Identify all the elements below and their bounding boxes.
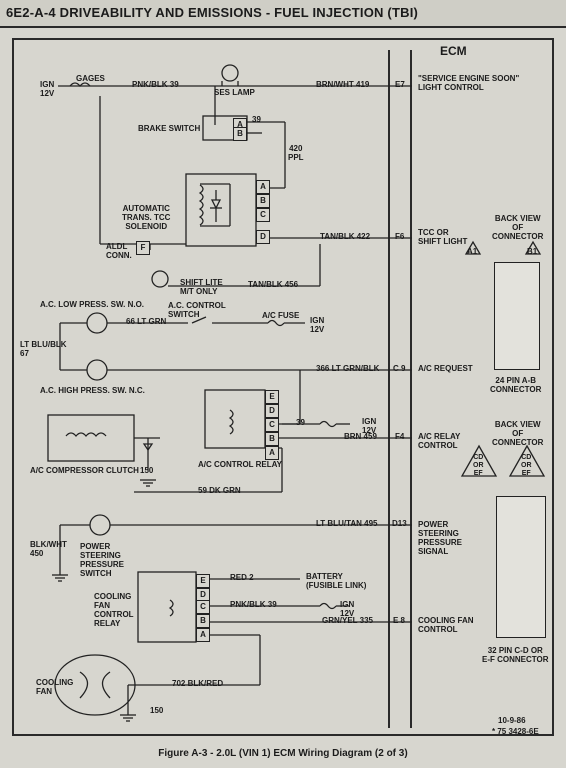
battery-label: BATTERY (FUSIBLE LINK) bbox=[306, 572, 367, 590]
ign-fan-label: IGN 12V bbox=[340, 600, 355, 618]
wire-label-366: 366 LT GRN/BLK bbox=[316, 364, 380, 373]
ecm-fn-ps-signal: POWER STEERING PRESSURE SIGNAL bbox=[418, 520, 463, 556]
fan-relay-term-e: E bbox=[196, 574, 210, 588]
cdef-connector-body bbox=[496, 496, 546, 638]
wire-label-59: 59 DK GRN bbox=[198, 486, 241, 495]
wire-label-red-2: RED 2 bbox=[230, 573, 254, 582]
tcc-term-c: C bbox=[256, 208, 270, 222]
ps-switch-label: POWER STEERING PRESSURE SWITCH bbox=[80, 542, 125, 578]
tcc-solenoid-label: AUTOMATIC TRANS. TCC SOLENOID bbox=[122, 204, 171, 231]
ecm-fn-ses: "SERVICE ENGINE SOON" LIGHT CONTROL bbox=[418, 74, 520, 92]
wire-label-702: 702 BLK/RED bbox=[172, 679, 224, 688]
ac-relay-term-d: D bbox=[265, 404, 279, 418]
wire-label-39b: 39 bbox=[296, 418, 305, 427]
diagram-date: 10-9-86 bbox=[498, 716, 526, 725]
ac-fuse-label: A/C FUSE bbox=[262, 311, 300, 320]
wire-label-brn-459: BRN 459 bbox=[344, 432, 377, 441]
tcc-term-d: D bbox=[256, 230, 270, 244]
ecm-pin-c9: C 9 bbox=[393, 364, 406, 373]
ses-lamp-label: SES LAMP bbox=[214, 88, 255, 97]
tcc-term-b: B bbox=[256, 194, 270, 208]
fan-relay-label: COOLING FAN CONTROL RELAY bbox=[94, 592, 134, 628]
header-band: 6E2-A-4 DRIVEABILITY AND EMISSIONS - FUE… bbox=[0, 0, 566, 28]
figure-caption: Figure A-3 - 2.0L (VIN 1) ECM Wiring Dia… bbox=[158, 748, 408, 759]
page-header: 6E2-A-4 DRIVEABILITY AND EMISSIONS - FUE… bbox=[6, 5, 419, 20]
ab-connector-label: 24 PIN A-B CONNECTOR bbox=[490, 376, 542, 394]
doc-number: * 75 3428-6E bbox=[492, 727, 539, 736]
shift-lite-label: SHIFT LITE M/T ONLY bbox=[180, 278, 223, 296]
ecm-pin-f4: F4 bbox=[395, 432, 405, 441]
fan-relay-term-a: A bbox=[196, 628, 210, 642]
ign-label: IGN 12V bbox=[40, 80, 55, 98]
ecm-fn-ac-request: A/C REQUEST bbox=[418, 364, 473, 373]
ign-relay-label: IGN 12V bbox=[362, 417, 377, 435]
wire-label-66-lt-grn: 66 LT GRN bbox=[126, 317, 167, 326]
ab-connector-body bbox=[494, 262, 540, 370]
ac-relay-term-a: A bbox=[265, 446, 279, 460]
ecm-pin-f6: F6 bbox=[395, 232, 405, 241]
ecm-pin-e7: E7 bbox=[395, 80, 405, 89]
ac-low-label: A.C. LOW PRESS. SW. N.O. bbox=[40, 300, 145, 309]
tcc-term-a: A bbox=[256, 180, 270, 194]
lt-blu-blk-label: LT BLU/BLK 67 bbox=[20, 340, 67, 358]
wire-label-tan-blk-422: TAN/BLK 422 bbox=[320, 232, 371, 241]
ac-control-switch-label: A.C. CONTROL SWITCH bbox=[168, 301, 226, 319]
wire-label-39: 39 bbox=[252, 115, 261, 124]
aldl-label: ALDL CONN. bbox=[106, 242, 132, 260]
cdef-connector-label: 32 PIN C-D OR E-F CONNECTOR bbox=[482, 646, 549, 664]
back-view-1-label: BACK VIEW OF CONNECTOR bbox=[492, 214, 544, 241]
cooling-fan-label: COOLING FAN bbox=[36, 678, 74, 696]
ses-lamp-symbol bbox=[221, 64, 239, 82]
cd-ef-2-label: CD OR EF bbox=[521, 454, 532, 477]
wire-label-pnk-blk: PNK/BLK 39 bbox=[132, 80, 179, 89]
pin-b1-label: B1 bbox=[527, 247, 538, 256]
ecm-label: ECM bbox=[440, 44, 467, 58]
wire-label-495: LT BLU/TAN 495 bbox=[316, 519, 378, 528]
brake-switch-term-b: B bbox=[233, 127, 247, 141]
blk-wht-label: BLK/WHT 450 bbox=[30, 540, 67, 558]
diagram-frame bbox=[12, 38, 554, 736]
back-view-2-label: BACK VIEW OF CONNECTOR bbox=[492, 420, 544, 447]
pin-a1-label: A1 bbox=[467, 247, 478, 256]
cd-ef-1-label: CD OR EF bbox=[473, 454, 484, 477]
ground-150b-label: 150 bbox=[150, 706, 164, 715]
ac-relay-label: A/C CONTROL RELAY bbox=[198, 460, 283, 469]
ecm-fn-fan: COOLING FAN CONTROL bbox=[418, 616, 474, 634]
wire-label-335: GRN/YEL 335 bbox=[322, 616, 373, 625]
ign-ac-label: IGN 12V bbox=[310, 316, 325, 334]
ecm-module-edge bbox=[388, 50, 412, 728]
fan-relay-term-b: B bbox=[196, 614, 210, 628]
wire-label-pnk-blk-39: PNK/BLK 39 bbox=[230, 600, 277, 609]
ecm-fn-tcc: TCC OR SHIFT LIGHT bbox=[418, 228, 468, 246]
compressor-clutch-label: A/C COMPRESSOR CLUTCH bbox=[30, 466, 139, 475]
wire-label-420: 420 PPL bbox=[288, 144, 304, 162]
fan-relay-term-d: D bbox=[196, 588, 210, 602]
ecm-pin-d13: D13 bbox=[392, 519, 407, 528]
brake-switch-label: BRAKE SWITCH bbox=[138, 124, 201, 133]
gages-label: GAGES bbox=[76, 74, 105, 83]
ac-relay-term-b: B bbox=[265, 432, 279, 446]
wire-label-tan-blk-456: TAN/BLK 456 bbox=[248, 280, 299, 289]
aldl-term: F bbox=[136, 241, 150, 255]
ac-relay-term-e: E bbox=[265, 390, 279, 404]
ground-150-label: 150 bbox=[140, 466, 154, 475]
ac-relay-term-c: C bbox=[265, 418, 279, 432]
ac-high-label: A.C. HIGH PRESS. SW. N.C. bbox=[40, 386, 145, 395]
ecm-fn-ac-relay: A/C RELAY CONTROL bbox=[418, 432, 461, 450]
wire-label-brn-wht: BRN/WHT 419 bbox=[316, 80, 370, 89]
ecm-pin-e8: E 8 bbox=[393, 616, 406, 625]
fan-relay-term-c: C bbox=[196, 600, 210, 614]
gages-fuse bbox=[69, 82, 91, 88]
